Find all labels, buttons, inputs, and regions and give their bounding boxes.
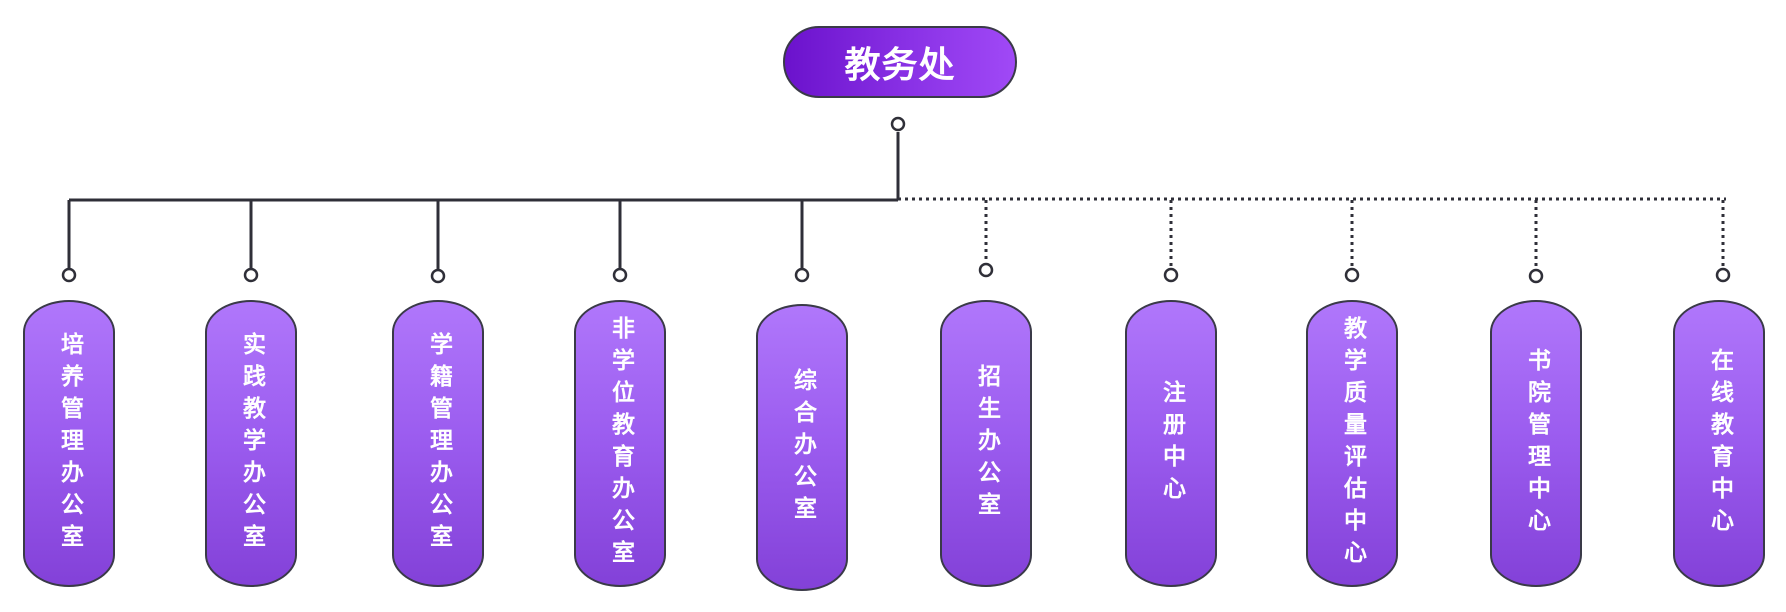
unit-label-9: 书院管理中心: [1523, 347, 1550, 540]
connector-dot-8: [1344, 267, 1360, 283]
unit-node-7: 注册中心: [1125, 300, 1217, 587]
unit-label-2: 实践教学办公室: [238, 331, 265, 556]
unit-node-6: 招生办公室: [940, 300, 1032, 587]
root-node-label: 教务处: [844, 45, 956, 86]
connector-dot-2: [243, 267, 259, 283]
unit-label-6: 招生办公室: [973, 363, 1000, 524]
unit-node-10: 在线教育中心: [1673, 300, 1765, 587]
connector-dot-10: [1715, 267, 1731, 283]
unit-label-7: 注册中心: [1158, 379, 1185, 508]
connector-dot-9: [1528, 268, 1544, 284]
connector-dot-4: [612, 267, 628, 283]
unit-label-10: 在线教育中心: [1706, 347, 1733, 540]
unit-node-9: 书院管理中心: [1490, 300, 1582, 587]
connector-dot-6: [978, 262, 994, 278]
root-node-academic-affairs-office: 教务处: [783, 26, 1017, 98]
unit-label-4: 非学位教育办公室: [607, 315, 634, 572]
unit-node-2: 实践教学办公室: [205, 300, 297, 587]
unit-node-4: 非学位教育办公室: [574, 300, 666, 587]
unit-node-8: 教学质量评估中心: [1306, 300, 1398, 587]
unit-node-3: 学籍管理办公室: [392, 300, 484, 587]
connector-dot-5: [794, 267, 810, 283]
connector-dot-3: [430, 268, 446, 284]
connector-dot-1: [61, 267, 77, 283]
unit-label-3: 学籍管理办公室: [425, 331, 452, 556]
root-connector-dot: [890, 116, 906, 132]
unit-node-5: 综合办公室: [756, 304, 848, 591]
unit-label-5: 综合办公室: [789, 367, 816, 528]
unit-label-1: 培养管理办公室: [56, 331, 83, 556]
unit-node-1: 培养管理办公室: [23, 300, 115, 587]
unit-label-8: 教学质量评估中心: [1339, 315, 1366, 572]
connector-dot-7: [1163, 267, 1179, 283]
